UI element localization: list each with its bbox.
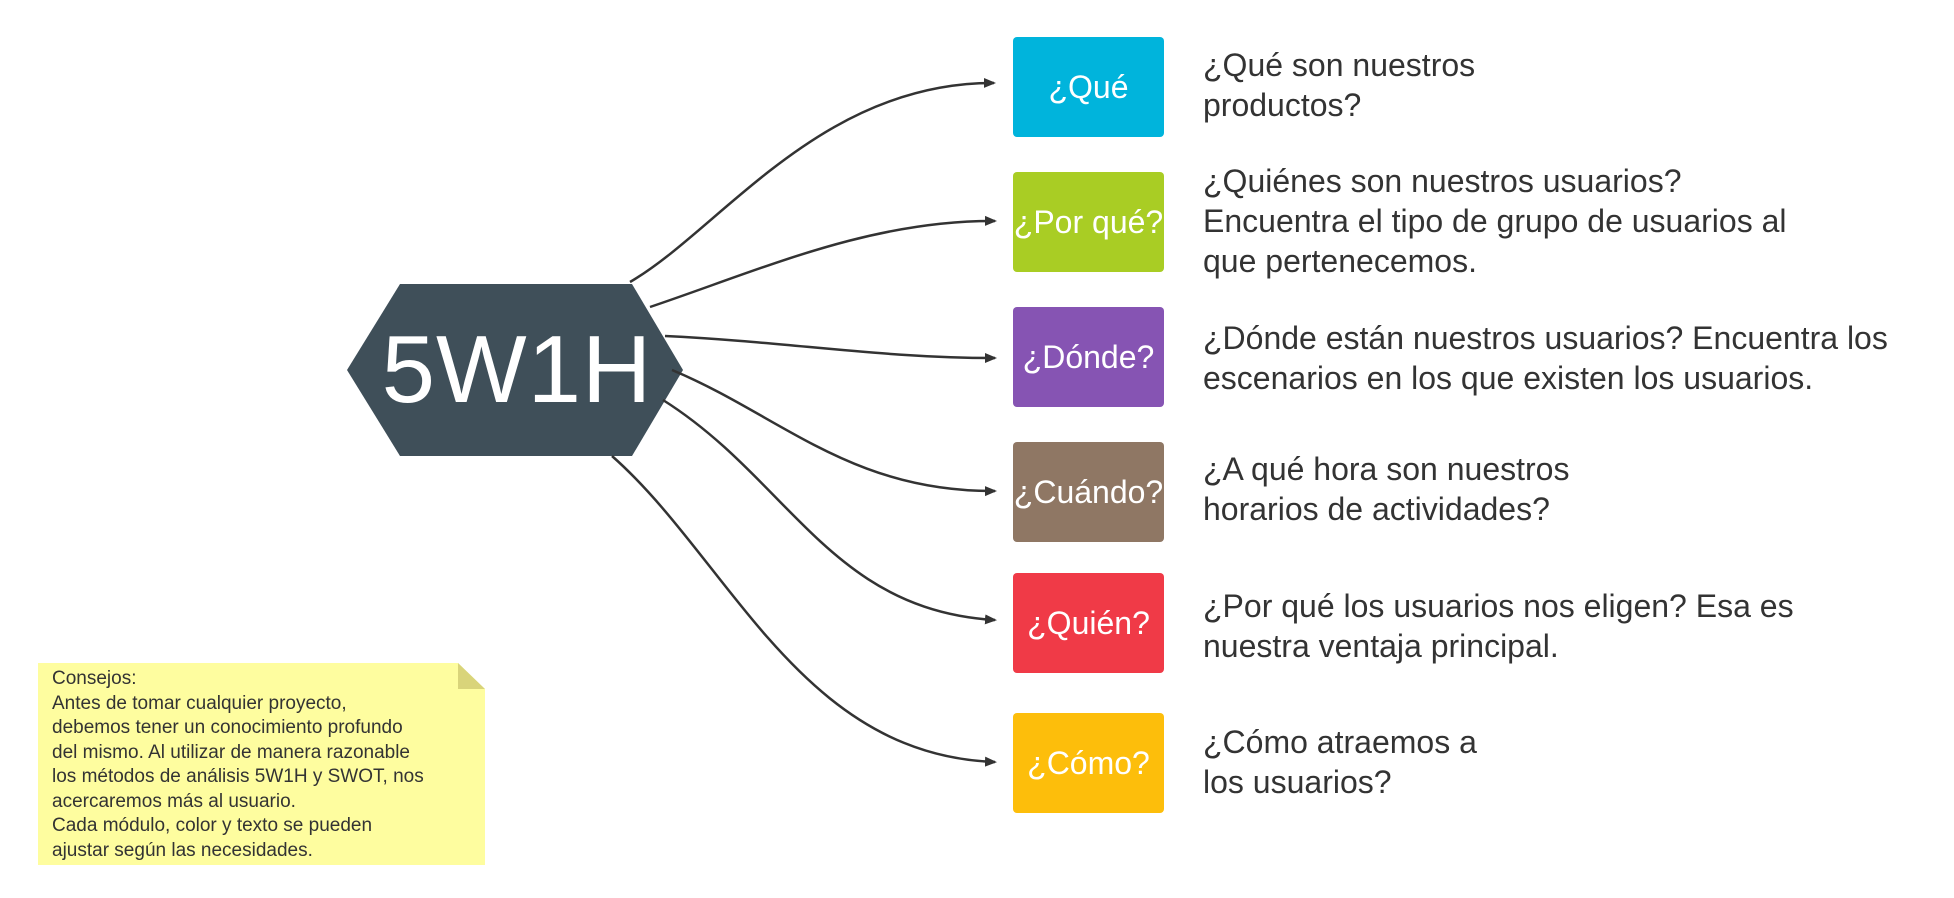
note-fold-corner: [458, 663, 485, 689]
hub-hexagon[interactable]: [347, 284, 683, 456]
node-por-que[interactable]: ¿Por qué?: [1013, 172, 1164, 272]
node-quien[interactable]: ¿Quién?: [1013, 573, 1164, 673]
node-label: ¿Cuándo?: [1013, 473, 1164, 510]
node-label: ¿Dónde?: [1022, 338, 1155, 375]
node-label: ¿Cómo?: [1027, 744, 1150, 781]
tips-note[interactable]: Consejos: Antes de tomar cualquier proye…: [38, 663, 485, 865]
hub-label: 5W1H: [381, 316, 653, 423]
node-label: ¿Qué: [1048, 68, 1129, 105]
connector-por-que: [649, 215, 997, 309]
connector-quien: [662, 398, 997, 625]
connector-como: [611, 455, 997, 767]
connector-que: [629, 77, 996, 284]
description-que[interactable]: ¿Qué son nuestros productos?: [1203, 47, 1476, 123]
description-cuando[interactable]: ¿A qué hora son nuestros horarios de act…: [1203, 451, 1570, 527]
node-label: ¿Por qué?: [1013, 203, 1164, 240]
node-que[interactable]: ¿Qué: [1013, 37, 1164, 137]
description-donde[interactable]: ¿Dónde están nuestros usuarios? Encuentr…: [1203, 320, 1888, 396]
description-por-que[interactable]: ¿Quiénes son nuestros usuarios? Encuentr…: [1203, 163, 1787, 279]
description-como[interactable]: ¿Cómo atraemos a los usuarios?: [1203, 724, 1477, 800]
connector-donde: [664, 334, 997, 363]
node-donde[interactable]: ¿Dónde?: [1013, 307, 1164, 407]
node-como[interactable]: ¿Cómo?: [1013, 713, 1164, 813]
node-label: ¿Quién?: [1027, 604, 1150, 641]
node-cuando[interactable]: ¿Cuándo?: [1013, 442, 1164, 542]
description-quien[interactable]: ¿Por qué los usuarios nos eligen? Esa es…: [1203, 588, 1794, 664]
connector-cuando: [671, 368, 997, 497]
